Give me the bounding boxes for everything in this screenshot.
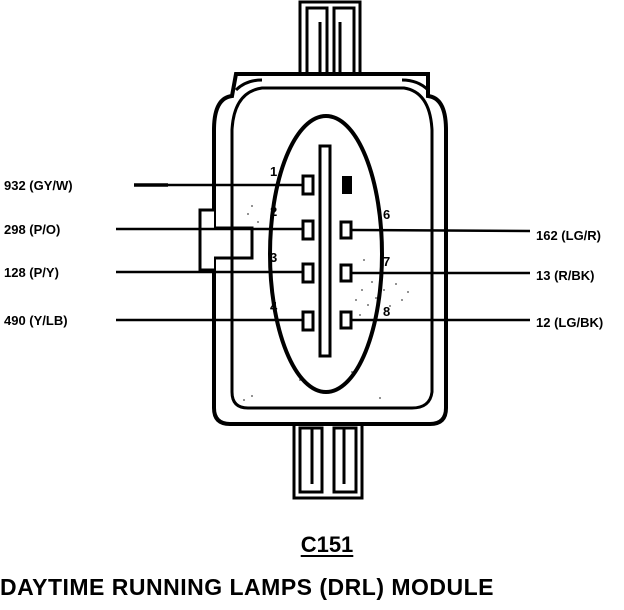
connector-id: C151	[0, 532, 624, 558]
pin-7-number: 7	[383, 254, 390, 269]
pin-3-number: 3	[270, 250, 277, 265]
connector-id-text: C151	[300, 532, 354, 557]
pin-3-terminal	[301, 262, 315, 284]
shoulder-hooks	[234, 78, 430, 92]
pin-1-terminal	[301, 174, 315, 196]
pin-terminals	[301, 174, 353, 332]
pin-1-number: 1	[270, 164, 277, 179]
pin-4-number: 4	[270, 299, 278, 314]
pin-2-terminal	[301, 219, 315, 241]
top-latch	[298, 0, 362, 78]
pin-8-terminal	[339, 310, 353, 330]
key-slot	[318, 144, 332, 358]
left-wires	[116, 183, 303, 322]
circuit-label-pin-1: 932 (GY/W)	[4, 178, 73, 193]
circuit-label-pin-6: 162 (LG/R)	[536, 228, 601, 243]
circuit-label-pin-2: 298 (P/O)	[4, 222, 60, 237]
inner-housing	[230, 86, 434, 410]
pin-8-number: 8	[383, 304, 390, 319]
circuit-label-pin-4: 490 (Y/LB)	[4, 313, 68, 328]
circuit-label-pin-8: 12 (LG/BK)	[536, 315, 603, 330]
pin-4-terminal	[301, 310, 315, 332]
pin-6-terminal	[339, 220, 353, 240]
pin-7-terminal	[339, 263, 353, 283]
pin-2-number: 2	[270, 204, 277, 219]
bottom-latch	[292, 418, 364, 500]
circuit-label-pin-7: 13 (R/BK)	[536, 268, 595, 283]
pin-6-number: 6	[383, 207, 390, 222]
module-title: DAYTIME RUNNING LAMPS (DRL) MODULE	[0, 574, 495, 600]
circuit-label-pin-3: 128 (P/Y)	[4, 265, 59, 280]
pin-5-marker	[342, 176, 352, 194]
right-wires	[350, 228, 531, 322]
